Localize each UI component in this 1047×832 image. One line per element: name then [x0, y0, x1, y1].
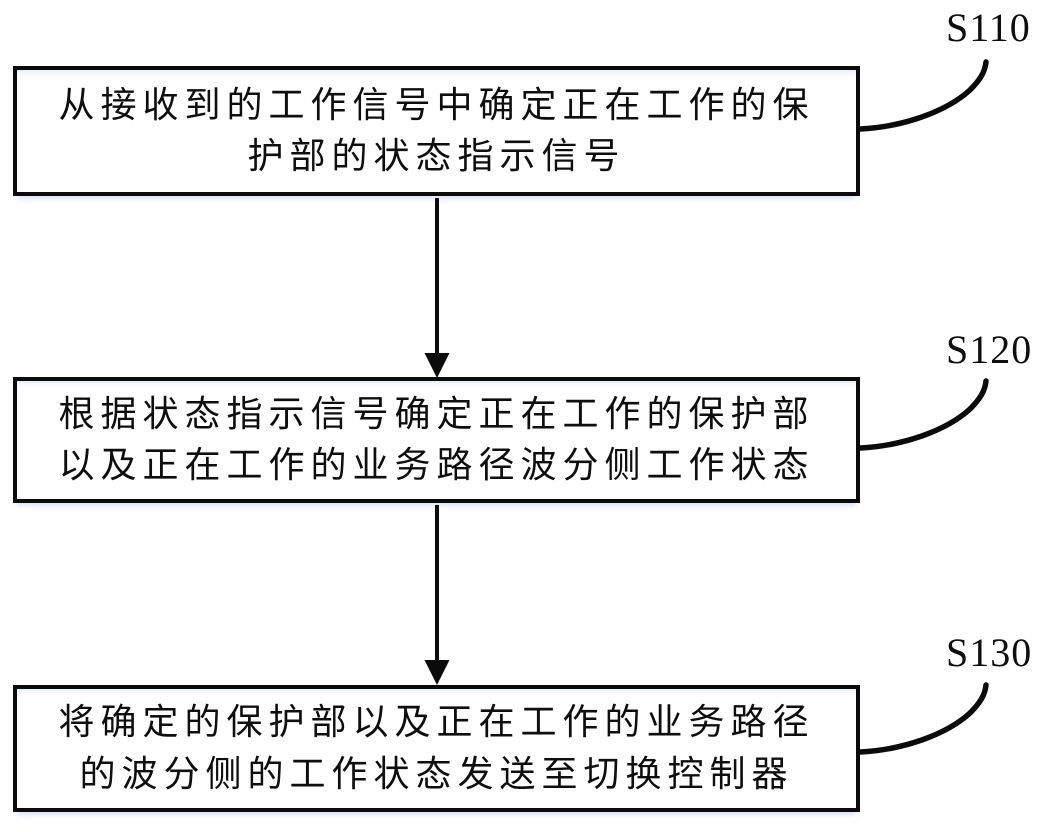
step-text-line: 将确定的保护部以及正在工作的业务路径: [58, 702, 815, 743]
step-label-s110: S110: [946, 5, 1031, 50]
down-arrow-icon: [424, 198, 450, 378]
label-swash-curve: [857, 378, 989, 451]
flow-step-box-s130: 将确定的保护部以及正在工作的业务路径 的波分侧的工作状态发送至切换控制器: [13, 685, 860, 812]
step-text-line: 从接收到的工作信号中确定正在工作的保: [58, 84, 815, 125]
down-arrow-icon: [424, 505, 450, 685]
flow-step-box-s110: 从接收到的工作信号中确定正在工作的保 护部的状态指示信号: [13, 66, 860, 196]
step-text-line: 护部的状态指示信号: [247, 136, 626, 176]
step-text-line: 以及正在工作的业务路径波分侧工作状态: [58, 445, 815, 485]
step-label-s130: S130: [946, 630, 1033, 675]
step-text-line: 根据状态指示信号确定正在工作的保护部: [58, 393, 815, 434]
label-swash-curve: [857, 682, 989, 755]
step-text-line: 的波分侧的工作状态发送至切换控制器: [79, 753, 794, 794]
label-swash-curve: [857, 59, 989, 132]
flow-step-box-s120: 根据状态指示信号确定正在工作的保护部 以及正在工作的业务路径波分侧工作状态: [13, 377, 860, 503]
step-label-s120: S120: [946, 327, 1033, 372]
